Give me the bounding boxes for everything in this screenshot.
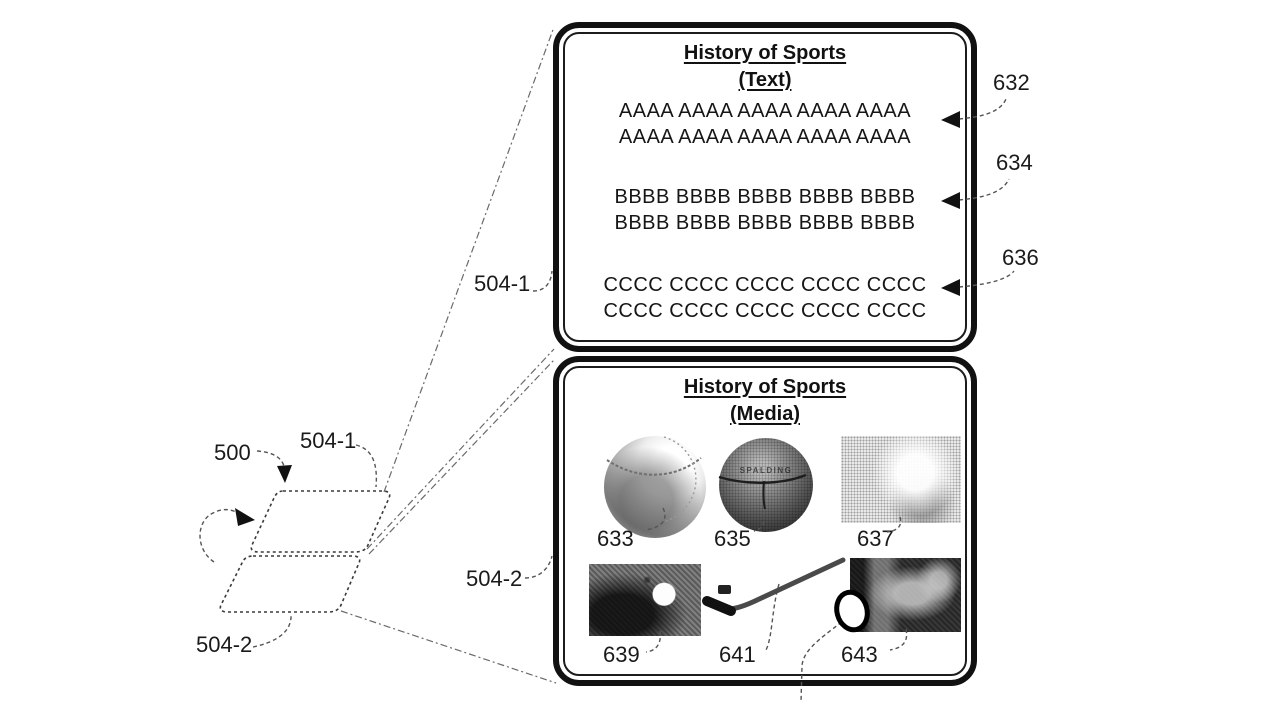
arrowhead-500: [277, 465, 292, 483]
text-block-a-line1: AAAA AAAA AAAA AAAA AAAA: [618, 100, 912, 122]
leader-500: [256, 450, 285, 467]
leader-504-2-device: [252, 613, 292, 648]
ref-635: 635: [714, 526, 751, 551]
media-panel-title: History of Sports (Media): [559, 374, 971, 428]
leader-504-1-device: [355, 444, 378, 488]
text-block-b-line1: BBBB BBBB BBBB BBBB BBBB: [614, 186, 916, 208]
media-panel-title-line: History of Sports: [683, 376, 847, 398]
ref-639: 639: [603, 642, 640, 667]
highlighted-object-image: [850, 558, 961, 632]
projection-line-top: [383, 26, 555, 493]
projection-line-bottom: [340, 610, 557, 684]
ref-633: 633: [597, 526, 634, 551]
ref-504-1-panel: 504-1: [474, 271, 531, 296]
text-panel: History of Sports (Text) AAAA AAAA AAAA …: [553, 22, 977, 352]
leader-504-2-panel: [524, 555, 553, 579]
device-screen-2-outline: [219, 555, 361, 613]
text-block-c-line1: CCCC CCCC CCCC CCCC CCCC: [603, 274, 927, 296]
media-panel-inner-border: [563, 366, 967, 676]
arrowhead-fold: [235, 508, 255, 526]
ref-641: 641: [719, 642, 756, 667]
text-block-c: CCCC CCCC CCCC CCCC CCCC CCCC CCCC CCCC …: [559, 272, 971, 324]
media-panel-subtitle: (Media): [730, 403, 800, 425]
projection-line-mid-lower: [368, 359, 555, 555]
text-block-c-line2: CCCC CCCC CCCC CCCC CCCC: [603, 300, 927, 322]
ref-643: 643: [841, 642, 878, 667]
ref-504-2-device: 504-2: [196, 632, 253, 657]
golf-ball-image: [589, 564, 701, 636]
text-panel-title-line: History of Sports: [683, 42, 847, 64]
text-block-b: BBBB BBBB BBBB BBBB BBBB BBBB BBBB BBBB …: [559, 184, 971, 236]
ref-504-1-device: 504-1: [300, 428, 357, 453]
ref-632: 632: [993, 70, 1030, 95]
fold-arrow-arc: [199, 508, 239, 563]
media-panel: History of Sports (Media) SPALDING 633 6…: [553, 356, 977, 686]
text-panel-subtitle: (Text): [738, 69, 792, 91]
leader-504-1-panel: [532, 270, 553, 292]
ref-504-2-panel: 504-2: [466, 566, 523, 591]
text-block-a-line2: AAAA AAAA AAAA AAAA AAAA: [618, 126, 912, 148]
text-block-a: AAAA AAAA AAAA AAAA AAAA AAAA AAAA AAAA …: [559, 98, 971, 150]
device-screen-1-outline: [250, 490, 391, 553]
ref-637: 637: [857, 526, 894, 551]
text-panel-title: History of Sports (Text): [559, 40, 971, 94]
ref-634: 634: [996, 150, 1033, 175]
projection-line-mid-upper: [366, 348, 555, 550]
ref-636: 636: [1002, 245, 1039, 270]
baseball-image: [604, 436, 706, 538]
basketball-image: SPALDING: [719, 438, 813, 532]
text-block-b-line2: BBBB BBBB BBBB BBBB BBBB: [614, 212, 916, 234]
halftone-ball-image: [841, 436, 961, 523]
ref-500: 500: [214, 440, 251, 465]
basketball-brand-text: SPALDING: [739, 466, 793, 476]
